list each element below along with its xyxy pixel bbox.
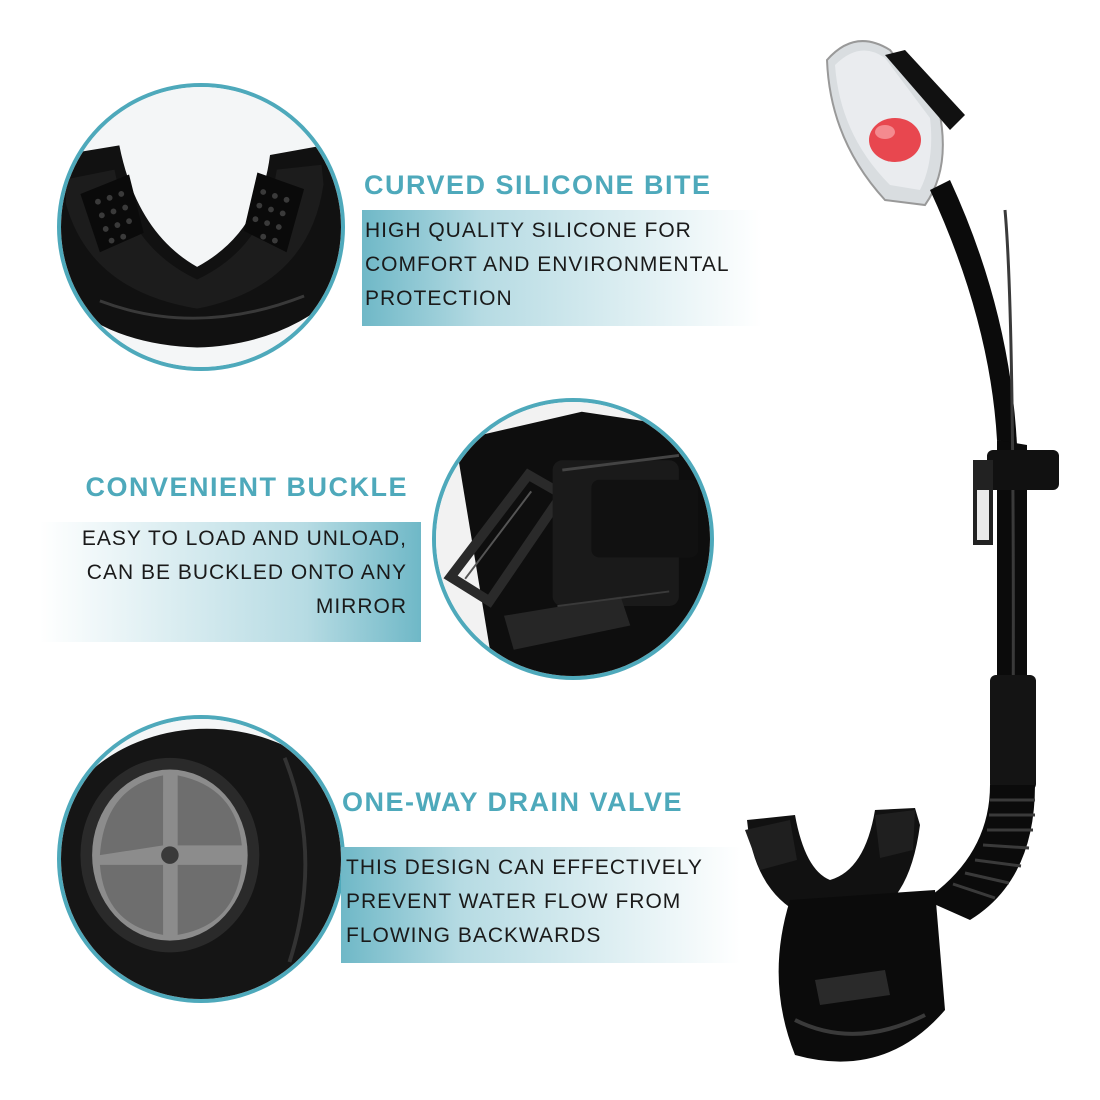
dry-top-valve [825,40,965,207]
feature-description-curved-silicone-bite: HIGH QUALITY SILICONE FOR COMFORT AND EN… [362,210,762,326]
description-line: FLOWING BACKWARDS [346,924,602,947]
drain-valve-closeup-image [57,715,345,1003]
description-line: PROTECTION [365,287,513,310]
feature-title-convenient-buckle: CONVENIENT BUCKLE [85,472,408,502]
flex-hose [925,785,1035,920]
mouthpiece-illustration [61,87,341,367]
description-line: PREVENT WATER FLOW FROM [346,890,682,913]
drain-valve-illustration [61,719,341,999]
description-line: THIS DESIGN CAN EFFECTIVELY [346,856,703,879]
feature-title-one-way-drain-valve: ONE-WAY DRAIN VALVE [342,787,684,817]
feature-title-curved-silicone-bite: CURVED SILICONE BITE [364,170,712,200]
feature-description-convenient-buckle: EASY TO LOAD AND UNLOAD, CAN BE BUCKLED … [40,522,421,642]
description-line: CAN BE BUCKLED ONTO ANY [86,561,407,584]
description-line: COMFORT AND ENVIRONMENTAL [365,253,730,276]
buckle-illustration [436,402,710,676]
feature-description-one-way-drain-valve: THIS DESIGN CAN EFFECTIVELY PREVENT WATE… [341,847,741,963]
description-line: HIGH QUALITY SILICONE FOR [365,219,692,242]
mouthpiece [745,808,945,1062]
tube-clip [973,450,1059,545]
snorkel-product-image [745,40,1059,1062]
description-line: EASY TO LOAD AND UNLOAD, [81,527,407,550]
description-line: MIRROR [315,595,407,618]
mouthpiece-closeup-image [57,83,345,371]
buckle-closeup-image [432,398,714,680]
